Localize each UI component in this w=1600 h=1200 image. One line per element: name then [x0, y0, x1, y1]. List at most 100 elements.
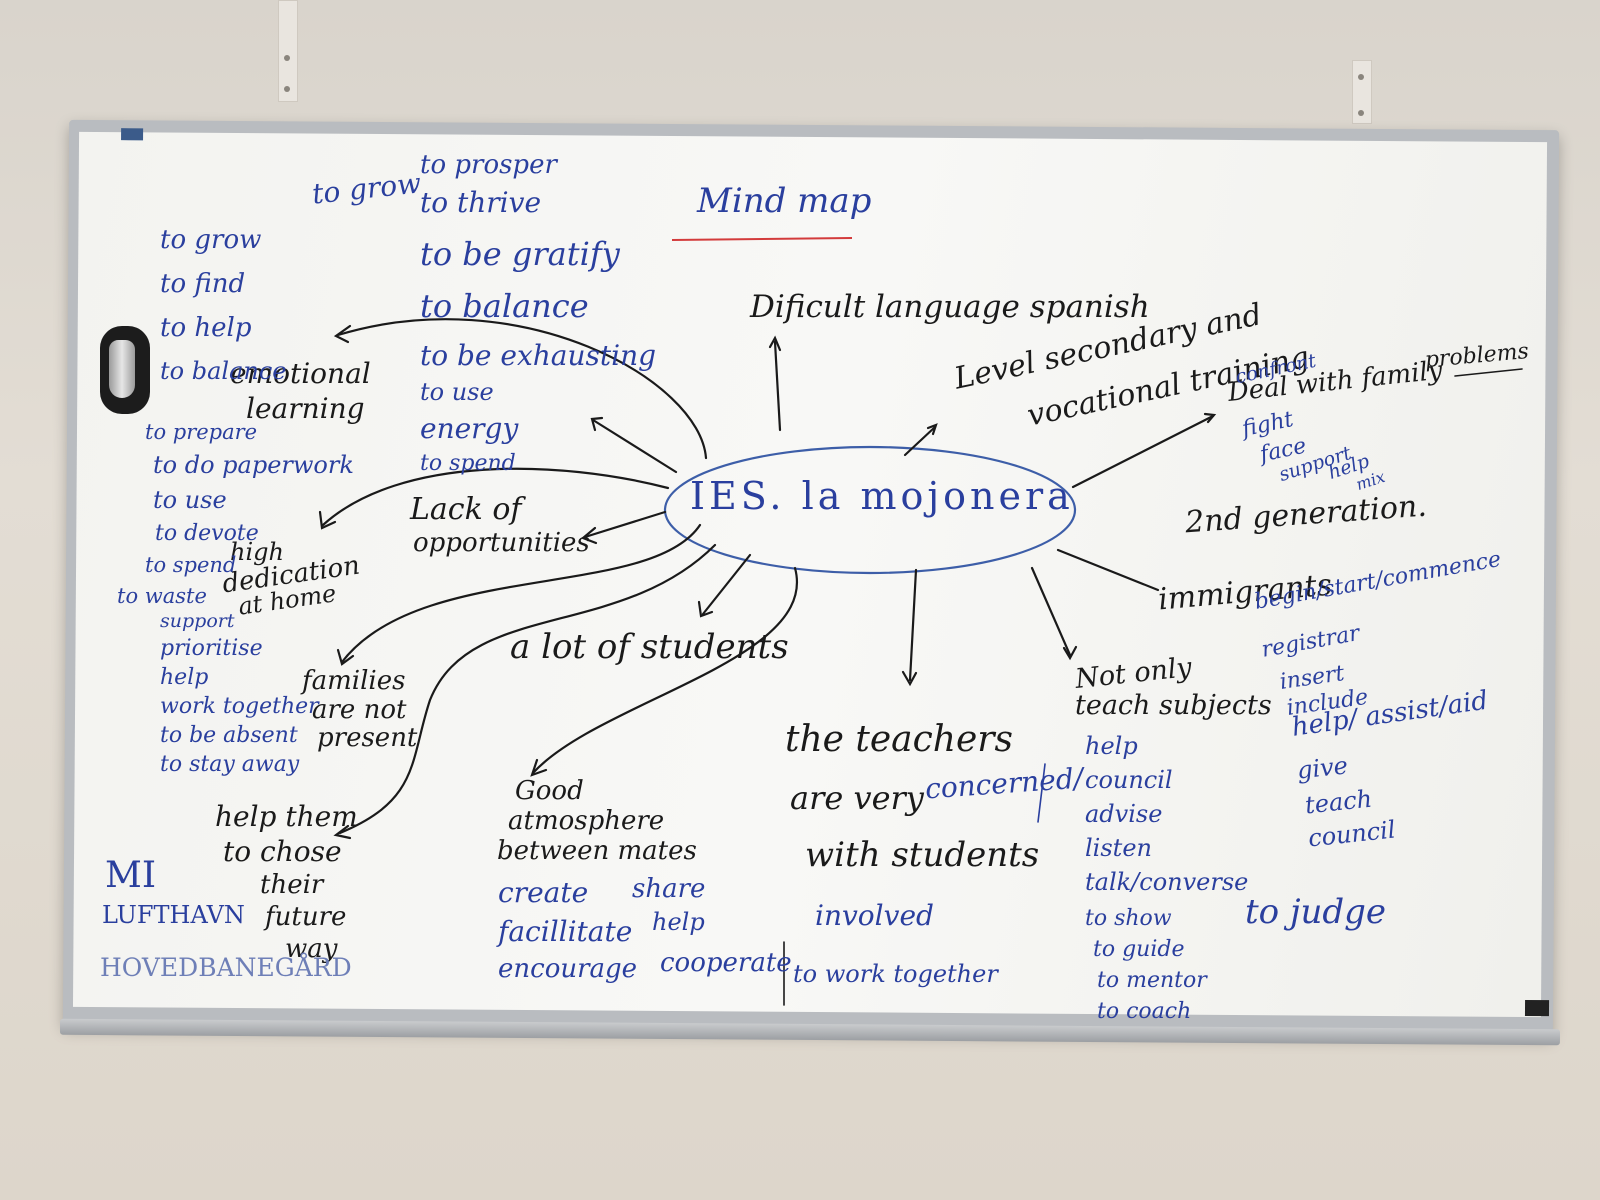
not-only-syn: talk/converse	[1085, 868, 1249, 896]
families-syn: support	[160, 610, 235, 632]
immigrants-syn-teach: teach	[1303, 784, 1374, 820]
connector	[583, 510, 667, 539]
help-them-branch: help them to chose their future way	[215, 800, 358, 964]
branch-emotional: emotional	[230, 357, 371, 390]
divider-stroke	[1037, 763, 1046, 823]
grow-syn: to use	[420, 378, 494, 406]
connector	[908, 568, 918, 682]
not-only-syn: listen	[1085, 834, 1152, 862]
magnet-clip	[100, 326, 150, 414]
dedication-syn: to spend	[145, 553, 237, 577]
connector	[773, 340, 782, 432]
help-them-line: way	[285, 934, 338, 964]
grow-syn: to be exhausting	[420, 339, 657, 372]
branch-opportunities: opportunities	[413, 528, 590, 558]
connector	[1062, 645, 1078, 661]
branch-are-not: are not	[312, 695, 407, 725]
grow-syn: to thrive	[420, 186, 542, 219]
grow-syn: to be gratify	[420, 235, 620, 273]
branch-language: Dificult language spanish	[750, 289, 1150, 325]
teachers-work-together: to work together	[793, 960, 998, 988]
branch-atmosphere: atmosphere	[508, 806, 665, 836]
board-title: Mind map	[697, 181, 872, 221]
atmosphere-verbs: create facillitate encourage	[498, 876, 637, 984]
branch-present: present	[317, 723, 418, 753]
dedication-syn: to waste	[117, 584, 207, 608]
branch-lack-of: Lack of	[410, 492, 522, 527]
dedication-syn: to prepare	[145, 420, 258, 444]
dedication-syn: to use	[153, 486, 227, 514]
shelf-bracket-right	[1352, 60, 1372, 124]
title-underline	[671, 237, 853, 241]
connector	[336, 648, 355, 666]
teachers-cooperate: cooperate	[660, 948, 792, 978]
screw	[284, 86, 290, 92]
connector	[530, 758, 548, 777]
connector	[768, 335, 782, 352]
emotional-syn: to grow	[160, 225, 262, 255]
not-only-syn: to mentor	[1097, 968, 1207, 993]
atmo-verb-share: share	[632, 874, 706, 904]
families-syn: to be absent	[160, 723, 298, 748]
not-only-syn: to show	[1085, 906, 1172, 931]
teachers-involved: involved	[815, 899, 934, 932]
connector	[336, 318, 708, 460]
atmo-verb: create	[498, 876, 589, 909]
branch-teachers-3: with students	[805, 835, 1040, 875]
connector	[340, 523, 702, 664]
emotional-synonyms: to grow to find to help to balance	[160, 225, 286, 385]
connector	[1030, 566, 1072, 657]
families-syn: prioritise	[160, 636, 263, 661]
branch-high: high	[230, 538, 284, 566]
emotional-syn: to help	[160, 313, 252, 343]
immigrants-syn-give: give	[1295, 751, 1350, 785]
connector	[321, 467, 670, 527]
screw	[1358, 110, 1364, 116]
center-node: IES. la mojonera	[690, 474, 1074, 518]
connector	[1056, 548, 1160, 592]
connector	[333, 324, 352, 344]
connector	[591, 418, 678, 474]
atmo-verb-help: help	[652, 908, 705, 936]
connector	[697, 600, 714, 618]
not-only-syn: help	[1085, 732, 1138, 760]
branch-good: Good	[515, 776, 584, 806]
emotional-syn: to find	[160, 269, 246, 299]
families-syn: work together	[160, 694, 319, 719]
to-judge: to judge	[1245, 892, 1387, 932]
branch-families: families	[302, 666, 406, 696]
grow-syn: energy	[420, 412, 519, 445]
branch-teach-subjects: teach subjects	[1075, 690, 1272, 721]
not-only-syn: council	[1085, 766, 1173, 794]
underline	[1454, 368, 1523, 377]
grow-syn: to balance	[420, 287, 589, 325]
branch-learning: learning	[246, 392, 365, 425]
connector	[903, 425, 937, 457]
branch-a-lot-of-students: a lot of students	[510, 627, 789, 667]
note-hovedbanegard: HOVEDBANEGÅRD	[100, 953, 352, 982]
not-only-synonyms: help council advise listen talk/converse…	[1085, 732, 1248, 1024]
note-mi: MI	[105, 855, 157, 896]
families-syn: help	[160, 665, 209, 690]
families-syn: to stay away	[160, 752, 300, 777]
families-synonyms: support prioritise help work together to…	[160, 610, 319, 777]
connector	[1203, 412, 1217, 424]
note-lufthavn: LUFTHAVN	[102, 901, 245, 929]
atmo-verb: encourage	[498, 954, 638, 984]
branch-teachers-2: are very	[790, 779, 924, 817]
help-them-line: their	[260, 870, 324, 900]
connector	[1071, 414, 1215, 489]
branch-between-mates: between mates	[497, 836, 697, 866]
help-them-line: help them	[215, 800, 358, 833]
connector	[926, 423, 938, 436]
not-only-syn: to coach	[1097, 999, 1192, 1024]
screw	[284, 55, 290, 61]
shelf-bracket-left	[278, 0, 298, 102]
atmo-verb: facillitate	[498, 915, 633, 948]
dedication-syn: to do paperwork	[153, 451, 354, 479]
connector	[590, 416, 604, 432]
connector	[333, 824, 352, 840]
not-only-syn: to guide	[1093, 937, 1185, 962]
connector	[531, 566, 799, 775]
emotional-syn: to balance	[160, 357, 287, 385]
